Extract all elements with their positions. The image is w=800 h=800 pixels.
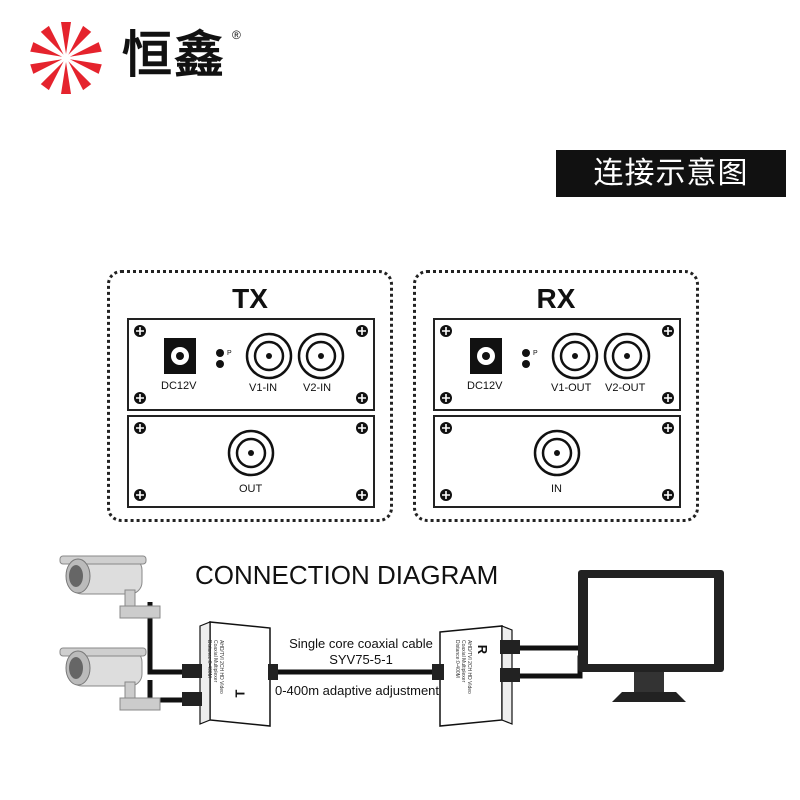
rx-box-text-line1: AHD/TVI 2CH HD Video [466, 640, 472, 694]
rx-output1-label: V1-OUT [551, 382, 592, 394]
page-title: 连接示意图 [556, 150, 786, 197]
brand-name: 恒鑫 [122, 25, 226, 84]
screw-icon [662, 392, 674, 404]
bnc-connector-icon [551, 332, 599, 380]
screw-icon [356, 325, 368, 337]
led-indicator-icon [216, 349, 224, 368]
connection-diagram-title: CONNECTION DIAGRAM [195, 560, 499, 590]
screw-icon [134, 422, 146, 434]
screw-icon [134, 489, 146, 501]
tx-output-label: OUT [239, 483, 263, 495]
brand-logo-icon [30, 22, 102, 94]
screw-icon [662, 422, 674, 434]
dc-power-jack-icon [164, 338, 196, 374]
cctv-camera-icon [59, 555, 161, 619]
rx-box-icon [432, 625, 520, 727]
rx-back-plate: IN [433, 415, 681, 508]
rx-box-letter: R [475, 644, 491, 655]
tx-panel-title: TX [232, 283, 268, 314]
rx-led-label: P [533, 350, 538, 357]
tx-front-plate: DC12V P V1-IN V2-IN [127, 318, 375, 411]
monitor-icon [578, 570, 724, 702]
bnc-connector-icon [533, 429, 581, 477]
tx-box-text: AHD/TVI 2CH HD Video Coaxial Multiplexer… [206, 640, 224, 700]
dc-power-jack-icon [470, 338, 502, 374]
rx-box-text-line3: Distance:0-400M [454, 640, 460, 678]
tx-panel: TX DC12V P V1-IN V2-IN OUT [107, 270, 393, 522]
rx-front-plate: DC12V P V1-OUT V2-OUT [433, 318, 681, 411]
cable-model-label: SYV75-5-1 [329, 652, 393, 667]
bnc-connector-icon [245, 332, 293, 380]
screw-icon [662, 489, 674, 501]
screw-icon [440, 325, 452, 337]
bnc-connector-icon [227, 429, 275, 477]
tx-box-icon [182, 621, 278, 727]
tx-power-label: DC12V [161, 380, 197, 392]
tx-box-text-line1: AHD/TVI 2CH HD Video [218, 640, 224, 694]
rx-input-label: IN [551, 483, 562, 495]
tx-input1-label: V1-IN [249, 382, 278, 394]
screw-icon [440, 489, 452, 501]
led-indicator-icon [522, 349, 530, 368]
screw-icon [662, 325, 674, 337]
tx-box-text-line3: Distance:0-400M [206, 640, 212, 678]
rx-box-text: AHD/TVI 2CH HD Video Coaxial Multiplexer… [454, 640, 472, 700]
rx-power-label: DC12V [467, 380, 503, 392]
rx-panel: RX DC12V P V1-OUT V2-OUT IN [413, 270, 699, 522]
screw-icon [356, 489, 368, 501]
rx-output2-label: V2-OUT [605, 382, 646, 394]
screw-icon [134, 392, 146, 404]
screw-icon [440, 392, 452, 404]
screw-icon [440, 422, 452, 434]
bnc-connector-icon [297, 332, 345, 380]
cctv-camera-icon [59, 647, 161, 711]
connection-illustration [59, 555, 724, 727]
tx-led-label: P [227, 350, 232, 357]
tx-back-plate: OUT [127, 415, 375, 508]
screw-icon [356, 392, 368, 404]
screw-icon [134, 325, 146, 337]
screw-icon [356, 422, 368, 434]
registered-mark: ® [232, 28, 241, 42]
cable-type-label: Single core coaxial cable [289, 636, 433, 651]
tx-box-letter: T [232, 689, 248, 698]
rx-panel-title: RX [536, 283, 576, 314]
cable-distance-label: 0-400m adaptive adjustment [274, 683, 440, 698]
bnc-connector-icon [603, 332, 651, 380]
tx-input2-label: V2-IN [303, 382, 332, 394]
